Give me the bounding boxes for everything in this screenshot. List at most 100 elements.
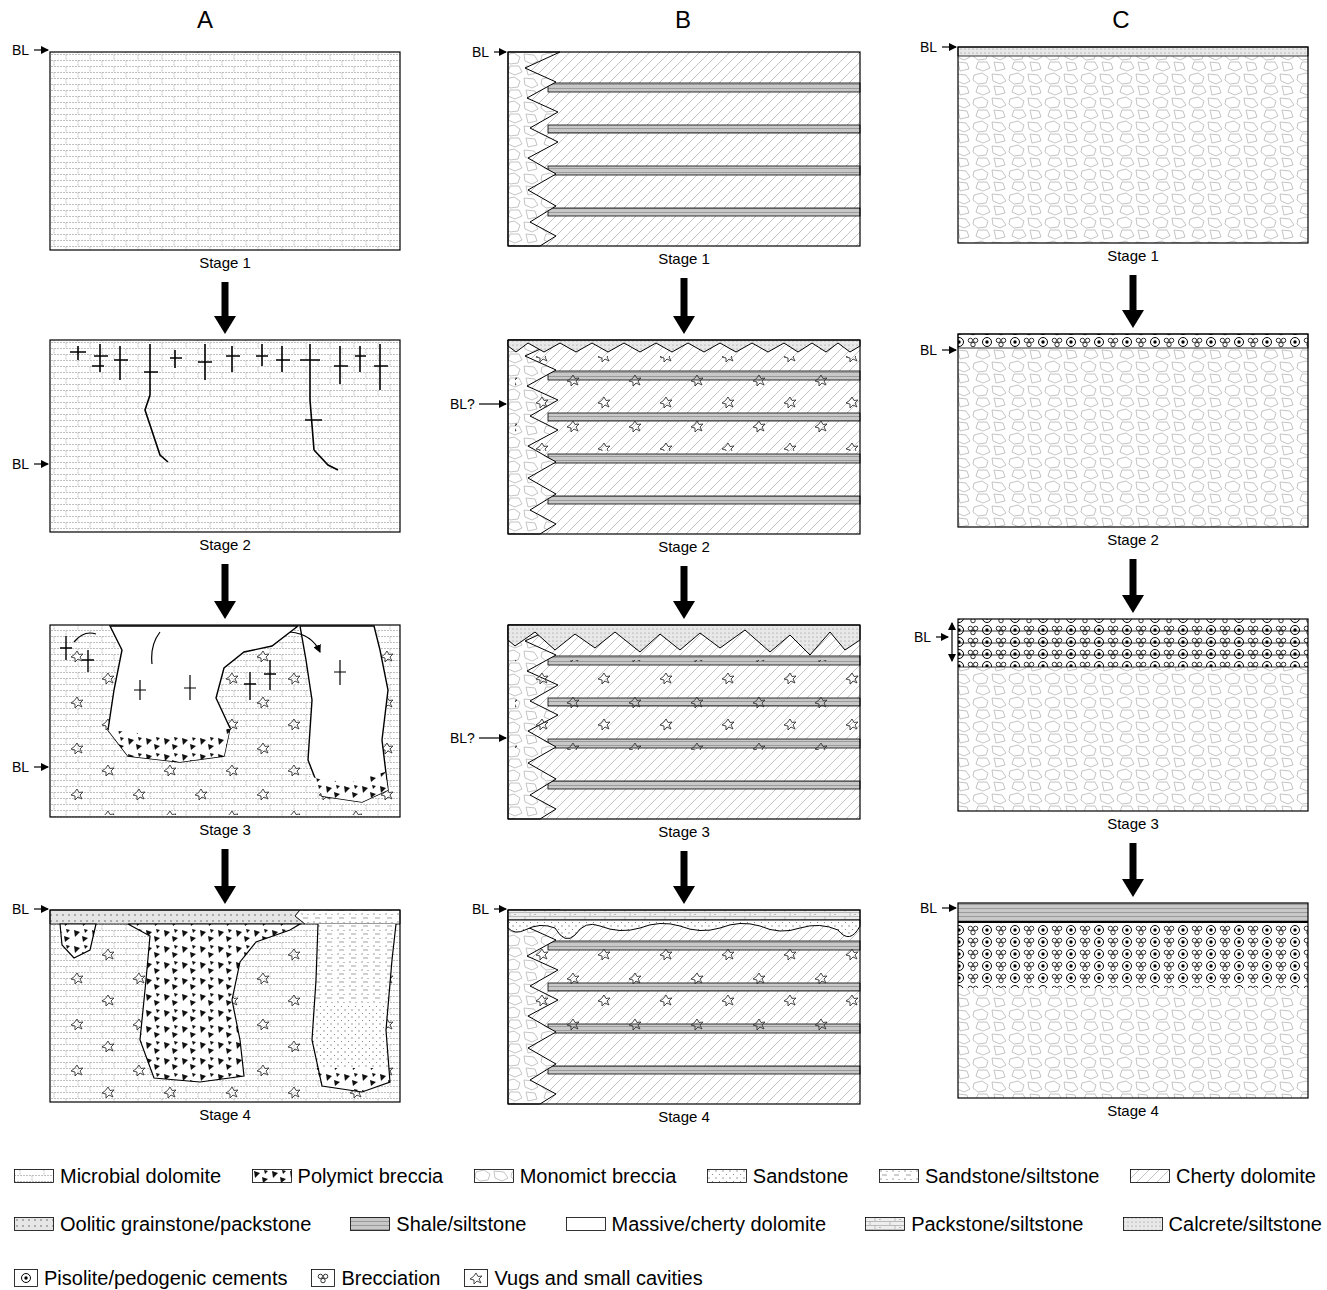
- column-letter: C: [1112, 6, 1129, 34]
- swatch-fill: [351, 1218, 390, 1231]
- panel-a1-part: [50, 52, 400, 250]
- base-level-pointers-part: [34, 766, 48, 767]
- legend-text: Calcrete/siltstone: [1169, 1212, 1322, 1236]
- legend-item: Calcrete/siltstone: [1123, 1212, 1322, 1236]
- panel-c3: [958, 619, 1308, 811]
- arrow-shaft: [1130, 843, 1137, 881]
- arrow-shaft: [681, 566, 688, 603]
- panel-c2-part: [958, 334, 1308, 527]
- stage-caption: Stage 1: [508, 250, 860, 268]
- base-level-pointers-part: [34, 908, 48, 909]
- legend-text: Pisolite/pedogenic cements: [44, 1266, 287, 1290]
- base-level-pointers-part: [479, 737, 506, 738]
- stage-panel: Stage 1: [50, 52, 400, 276]
- swatch-frame: [15, 1270, 38, 1287]
- panel-b4-part: [508, 910, 860, 1104]
- panel-c1: [958, 47, 1308, 243]
- panel-a4-part: [312, 924, 396, 1092]
- legend-text: Microbial dolomite: [60, 1164, 221, 1188]
- panel-b3-part: [515, 660, 860, 750]
- arrow-shaft: [222, 564, 229, 603]
- arrow-head: [673, 316, 695, 334]
- panel-a3-part: [108, 626, 298, 762]
- legend-item: Shale/siltstone: [350, 1212, 526, 1236]
- legend-item: Sandstone: [707, 1164, 849, 1188]
- panel-a2: [50, 340, 400, 532]
- legend-text: Shale/siltstone: [396, 1212, 526, 1236]
- stage-caption: Stage 2: [958, 531, 1308, 549]
- base-level-pointers-part: [479, 403, 506, 404]
- stage-panel: Stage 1: [508, 52, 860, 272]
- stage-caption: Stage 1: [958, 247, 1308, 265]
- legend-swatch: [252, 1169, 292, 1183]
- panel-c4-part: [958, 921, 1308, 923]
- panel-b2-part: [508, 340, 860, 534]
- stage-arrow: [214, 282, 236, 334]
- legend-swatch: [1123, 1217, 1163, 1231]
- panel-a4-part: [316, 1068, 390, 1092]
- panel-b1: [508, 52, 860, 246]
- legend-text: Polymict breccia: [298, 1164, 444, 1188]
- legend-text: Brecciation: [341, 1266, 440, 1290]
- base-level-pointers-part: [942, 46, 956, 47]
- stage-panel: Stage 2: [50, 340, 400, 558]
- swatch-frame: [465, 1270, 488, 1287]
- panel-b4-part: [508, 910, 860, 920]
- legend-item: Microbial dolomite: [14, 1164, 221, 1188]
- panel-c3-part: [958, 619, 1308, 667]
- base-level-pointers-part: [942, 907, 956, 908]
- base-level-pointers-part: [936, 636, 948, 637]
- stage-arrow: [214, 849, 236, 904]
- legend-text: Cherty dolomite: [1176, 1164, 1316, 1188]
- arrow-head: [1122, 310, 1144, 328]
- panel-b2: [508, 340, 860, 534]
- swatch-fill: [866, 1218, 905, 1231]
- legend-item: Cherty dolomite: [1130, 1164, 1316, 1188]
- panel-a4-part: [50, 910, 305, 924]
- panel-c2-part: [958, 334, 1308, 527]
- panel-a3-part: [300, 626, 388, 802]
- base-level-label: BL: [12, 42, 29, 58]
- stage-caption: Stage 2: [50, 536, 400, 554]
- legend-swatch: [1130, 1169, 1170, 1183]
- panel-b2-part: [508, 340, 860, 352]
- arrow-shaft: [222, 282, 229, 318]
- stage-caption: Stage 1: [50, 254, 400, 272]
- stage-panel: Stage 4: [508, 910, 860, 1130]
- legend-swatch: [14, 1169, 54, 1183]
- swatch-fill: [474, 1170, 513, 1183]
- base-level-label: BL: [12, 901, 29, 917]
- base-level-label: BL?: [450, 396, 475, 412]
- panel-c3-part: [958, 631, 1308, 667]
- panel-a1-part: [50, 52, 400, 250]
- stage-arrow: [673, 278, 695, 334]
- panel-b3-part: [508, 625, 860, 655]
- arrow-head: [214, 601, 236, 619]
- panel-b4-part: [520, 940, 860, 1030]
- panel-b3: [508, 625, 860, 819]
- panel-c4-part: [958, 903, 1308, 1098]
- base-level-label: BL: [914, 629, 931, 645]
- panel-a3-part: [134, 660, 346, 700]
- legend-swatch: [350, 1217, 390, 1231]
- stage-caption: Stage 4: [50, 1106, 400, 1124]
- panel-c4-part: [958, 922, 1308, 988]
- legend-item: Vugs and small cavities: [464, 1266, 702, 1290]
- legend-swatch: [311, 1269, 335, 1287]
- panel-a4-part: [60, 924, 96, 958]
- arrow-head: [214, 886, 236, 904]
- panel-c4-part: [958, 903, 1308, 922]
- stage-caption: Stage 3: [508, 823, 860, 841]
- legend-item: Polymict breccia: [252, 1164, 444, 1188]
- panel-a4-part: [50, 910, 400, 1102]
- base-level-label: BL: [12, 456, 29, 472]
- panel-a3: [50, 625, 400, 817]
- panel-b4: [508, 910, 860, 1104]
- panel-a4-part: [312, 1005, 389, 1068]
- panel-c1-part: [958, 47, 1308, 243]
- base-level-pointers-part: [494, 908, 506, 909]
- swatch-fill: [1130, 1170, 1169, 1183]
- legend-item: Pisolite/pedogenic cements: [14, 1266, 287, 1290]
